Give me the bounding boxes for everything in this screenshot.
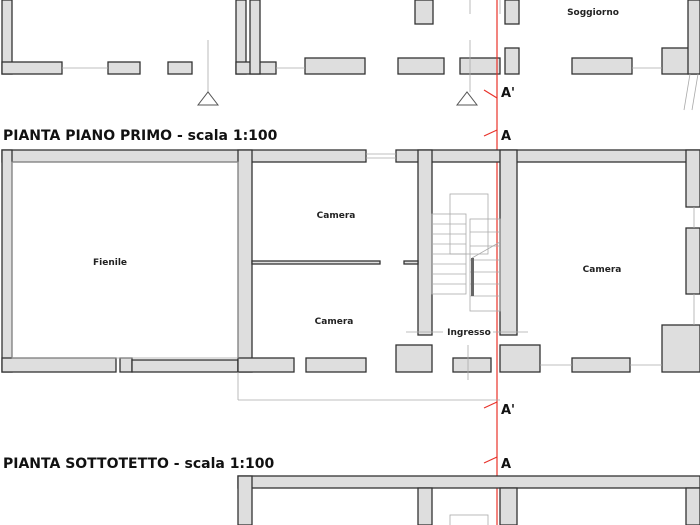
section-mark-a-prime: A': [501, 403, 515, 418]
first-floor-plan: Fienile Camera Camera Ingresso Camera: [1, 149, 700, 401]
room-label-camera-top: Camera: [317, 211, 356, 221]
section-mark-a: A: [501, 457, 511, 472]
room-label-ingresso: Ingresso: [447, 328, 491, 338]
section-mark-a-prime: A': [501, 86, 515, 101]
ground-floor-plan-partial: Soggiorno: [1, 0, 700, 111]
section-mark-a: A: [501, 129, 511, 144]
room-label-soggiorno: Soggiorno: [567, 8, 619, 18]
title-attic: PIANTA SOTTOTETTO - scala 1:100: [3, 456, 275, 472]
title-first-floor: PIANTA PIANO PRIMO - scala 1:100: [3, 128, 278, 144]
room-label-camera-bottom: Camera: [315, 317, 354, 327]
attic-plan-partial: [237, 475, 700, 525]
room-label-fienile: Fienile: [93, 258, 127, 268]
staircase: [431, 193, 501, 312]
section-line-a: A' A A' A: [483, 0, 515, 525]
room-label-camera-right: Camera: [583, 265, 622, 275]
